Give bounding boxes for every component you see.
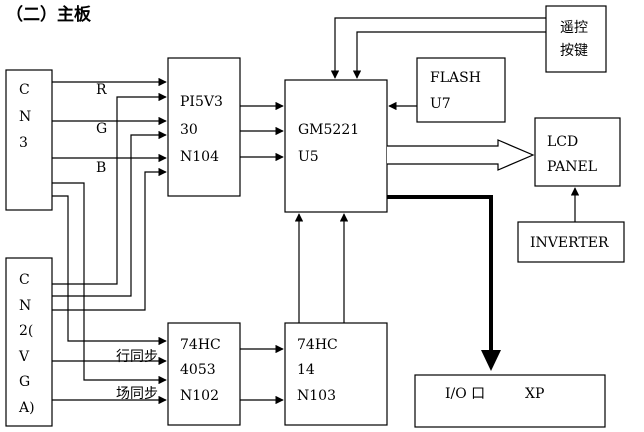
- lcd-label-1: LCD: [547, 134, 578, 150]
- lcd-panel-box: [534, 117, 621, 187]
- remote-keys-box: [545, 5, 607, 73]
- arrow-remote-gm-1: [330, 17, 546, 79]
- cn2-label-2: N: [19, 298, 31, 314]
- cn3-label-1: C: [19, 82, 30, 98]
- io-port-box: [414, 374, 606, 428]
- gm5221-label-2: U5: [298, 149, 319, 165]
- hc14-label-2: 14: [297, 362, 315, 378]
- arrow-cn3-hsync: [52, 195, 167, 346]
- cn3-label-2: N: [19, 109, 31, 125]
- pi5v330-label-3: N104: [180, 149, 219, 165]
- xp-label: XP: [525, 386, 544, 402]
- cn2-box: [5, 257, 53, 427]
- arrow-cn3-vsync: [52, 182, 167, 385]
- hc14-label-3: N103: [297, 388, 336, 404]
- arrow-remote-gm-2: [352, 31, 546, 79]
- pi5v330-label-2: 30: [180, 122, 198, 138]
- arrow-gm-io-head: [481, 350, 501, 371]
- signal-r-label: R: [96, 82, 107, 98]
- arrow-gm-io-line: [387, 195, 493, 352]
- io-port-label: I/O 口: [445, 386, 485, 402]
- hc14-box: [284, 322, 388, 426]
- cn3-label-3: 3: [19, 135, 28, 151]
- hc4053-label-1: 74HC: [180, 337, 221, 353]
- arrow-cn2-r: [52, 92, 167, 285]
- signal-hsync-label: 行同步: [116, 349, 158, 365]
- cn2-label-6: A): [18, 400, 35, 416]
- hc14-label-1: 74HC: [297, 337, 338, 353]
- hc4053-label-3: N102: [180, 388, 219, 404]
- inverter-box: [517, 221, 625, 263]
- remote-label-2: 按键: [560, 43, 588, 59]
- hc4053-label-2: 4053: [180, 362, 216, 378]
- arrow-cn2-g: [52, 130, 167, 297]
- gm5221-label-1: GM5221: [298, 122, 359, 138]
- signal-b-label: B: [96, 160, 106, 176]
- gm5221-box: [284, 79, 388, 213]
- pi5v330-label-1: PI5V3: [180, 94, 223, 110]
- flash-label-2: U7: [430, 96, 451, 112]
- cn2-label-5: G: [19, 374, 30, 390]
- cn2-label-4: V: [18, 349, 30, 365]
- diagram-title: （二）主板: [6, 4, 92, 25]
- hc4053-box: [167, 322, 241, 426]
- cn2-label-3: 2(: [19, 323, 33, 339]
- signal-vsync-label: 场同步: [116, 386, 158, 402]
- cn2-label-1: C: [19, 272, 30, 288]
- signal-g-label: G: [96, 121, 107, 137]
- flash-box: [416, 57, 506, 123]
- inverter-label: INVERTER: [530, 235, 609, 251]
- arrow-cn2-b: [52, 167, 167, 311]
- flash-label-1: FLASH: [430, 70, 481, 86]
- lcd-label-2: PANEL: [547, 159, 597, 175]
- arrow-gm-lcd: [387, 139, 535, 171]
- cn3-box: [5, 69, 53, 211]
- pi5v330-box: [167, 57, 241, 197]
- remote-label-1: 遥控: [560, 20, 588, 36]
